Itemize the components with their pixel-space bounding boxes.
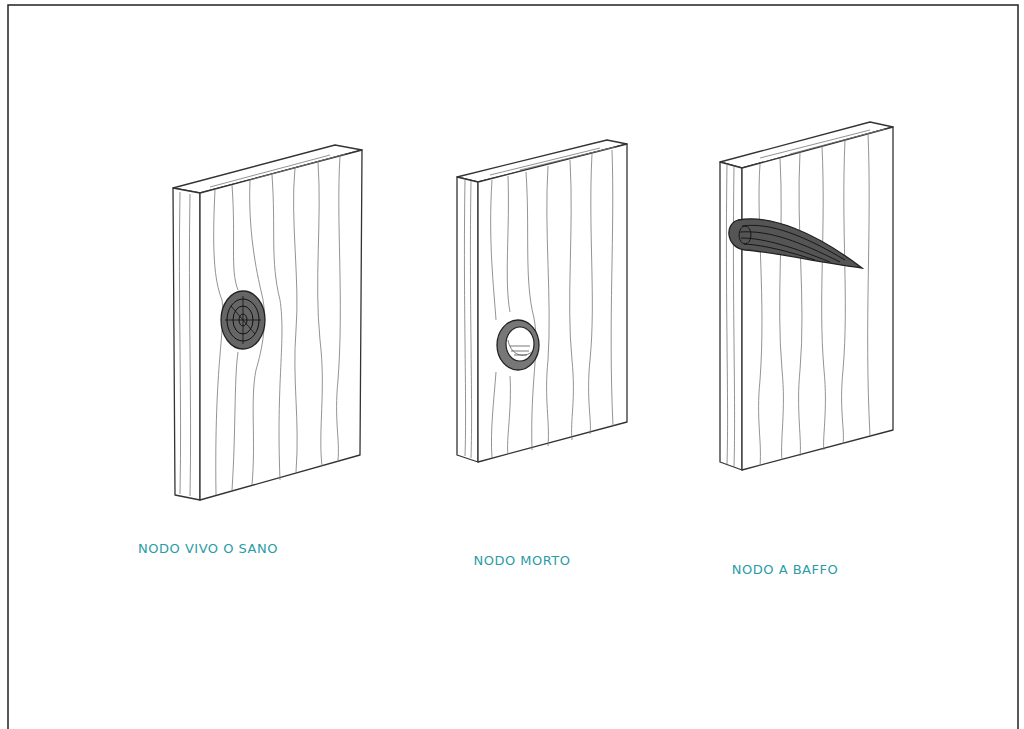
knot-hole	[506, 327, 534, 361]
wood-grain	[464, 147, 615, 458]
grain-line	[526, 172, 536, 450]
grain-line	[490, 147, 615, 175]
grain-line	[189, 194, 190, 496]
caption-label: NODO A BAFFO	[732, 562, 838, 577]
board-dead-knot	[457, 140, 627, 462]
board-side	[457, 177, 478, 462]
grain-line	[179, 192, 180, 494]
knot-crack	[225, 296, 261, 344]
grain-line	[210, 154, 345, 187]
spike-knot-core	[739, 226, 751, 244]
grain-line	[464, 180, 471, 458]
spike-knot	[729, 219, 862, 268]
board-face	[200, 150, 362, 500]
wood-grain	[726, 129, 885, 467]
grain-line	[294, 168, 298, 472]
grain-line	[868, 133, 870, 436]
grain-line	[337, 156, 341, 460]
grain-line	[611, 150, 613, 426]
dead-knot	[497, 320, 539, 370]
caption-label: NODO MORTO	[473, 553, 570, 568]
grain-line	[759, 164, 762, 466]
grain-line	[547, 166, 550, 446]
grain-line	[822, 146, 826, 450]
grain-line	[799, 152, 802, 456]
grain-line	[507, 176, 510, 454]
page-frame	[8, 5, 1018, 729]
grain-line	[491, 180, 496, 458]
board-side	[173, 188, 200, 500]
grain-line	[214, 190, 223, 495]
board-side	[720, 162, 742, 470]
live-knot	[221, 291, 265, 349]
grain-line	[589, 154, 593, 434]
grain-line	[842, 140, 846, 444]
grain-line	[272, 175, 282, 480]
board-live-knot	[173, 145, 362, 500]
spike-knot-shape	[729, 219, 862, 268]
grain-line	[760, 129, 885, 158]
grain-line	[780, 158, 784, 460]
grain-line	[570, 160, 574, 440]
knot-outer	[221, 291, 265, 349]
board-spike-knot	[720, 122, 893, 470]
board-face	[742, 127, 893, 470]
grain-line	[726, 164, 734, 467]
spike-knot-rings	[740, 225, 845, 262]
board-face	[478, 144, 627, 462]
grain-line	[318, 162, 323, 466]
wood-grain	[179, 154, 345, 496]
hole-shading	[508, 340, 532, 355]
caption-label: NODO VIVO O SANO	[138, 541, 278, 556]
knot-rim	[497, 320, 539, 370]
